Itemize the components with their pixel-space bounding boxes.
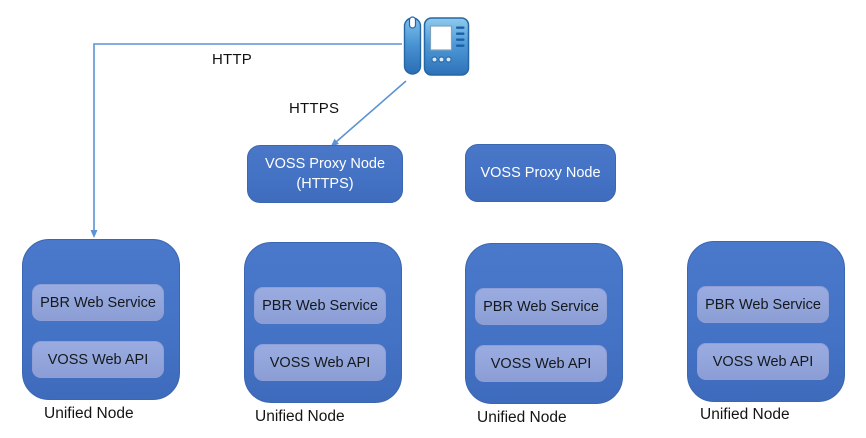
http-connection-label: HTTP [212,51,252,68]
voss-proxy-node: VOSS Proxy Node [465,144,616,202]
unified-node-caption: Unified Node [44,405,134,422]
unified-node-2: PBR Web Service VOSS Web API [244,242,402,403]
unified-node-3: PBR Web Service VOSS Web API [465,243,623,404]
pbr-web-service-box: PBR Web Service [32,284,164,321]
proxy-node-sublabel: (HTTPS) [296,176,354,192]
voss-web-api-box: VOSS Web API [475,345,607,382]
phone-buttons [431,56,452,63]
https-connector-arrow [330,80,407,147]
unified-node-caption: Unified Node [477,409,567,426]
pbr-web-service-box: PBR Web Service [475,288,607,325]
https-connection-label: HTTPS [289,100,340,117]
voss-web-api-box: VOSS Web API [32,341,164,378]
pbr-web-service-box: PBR Web Service [254,287,386,324]
phone-menu-keys [456,26,465,47]
voss-web-api-box: VOSS Web API [697,343,829,380]
desk-phone-icon [403,16,470,76]
unified-node-caption: Unified Node [700,406,790,423]
unified-node-1: PBR Web Service VOSS Web API [22,239,180,400]
proxy-node-label: VOSS Proxy Node [480,164,601,181]
phone-screen [429,25,453,51]
phone-handset-notch [408,16,417,29]
proxy-node-label: VOSS Proxy Node [264,155,386,172]
voss-proxy-node-https: VOSS Proxy Node (HTTPS) [247,145,403,203]
unified-node-caption: Unified Node [255,408,345,425]
pbr-web-service-box: PBR Web Service [697,286,829,323]
voss-web-api-box: VOSS Web API [254,344,386,381]
unified-node-4: PBR Web Service VOSS Web API [687,241,845,402]
